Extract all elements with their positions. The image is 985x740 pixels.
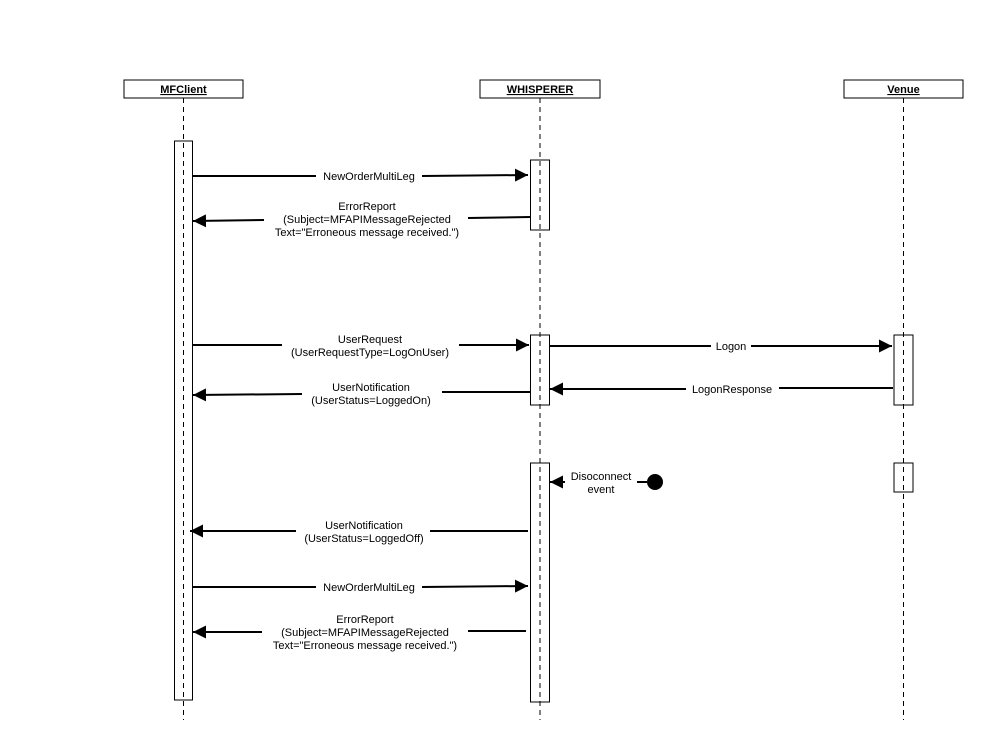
message-label-line1: UserRequest (338, 334, 402, 346)
message-label-line1: Disoconnect (571, 471, 632, 483)
message-label: Logon (716, 341, 747, 353)
message-user-notification-logged-on: UserNotification (UserStatus=LoggedOn) (192, 382, 530, 407)
participant-whisperer-label: WHISPERER (507, 84, 574, 96)
message-label-line1: ErrorReport (338, 201, 395, 213)
message-label-line2: (Subject=MFAPIMessageRejected (281, 627, 449, 639)
message-label: NewOrderMultiLeg (323, 171, 415, 183)
message-user-notification-logged-off: UserNotification (UserStatus=LoggedOff) (190, 520, 528, 545)
message-error-report-2: ErrorReport (Subject=MFAPIMessageRejecte… (193, 614, 526, 652)
message-label-line2: event (588, 484, 615, 496)
message-label-line2: (UserRequestType=LogOnUser) (291, 347, 449, 359)
participant-whisperer: WHISPERER (479, 79, 601, 99)
activation-venue-1 (893, 334, 914, 406)
message-error-report-1: ErrorReport (Subject=MFAPIMessageRejecte… (192, 201, 531, 239)
participant-venue-label: Venue (887, 84, 919, 96)
activation-venue-2 (893, 462, 914, 493)
message-label-line1: ErrorReport (336, 614, 393, 626)
message-label-line2: (Subject=MFAPIMessageRejected (283, 214, 451, 226)
activation-whisperer-2 (530, 334, 550, 406)
message-new-order-multi-leg-1: NewOrderMultiLeg (192, 168, 529, 183)
activation-whisperer-3 (530, 462, 550, 703)
message-label-line2: (UserStatus=LoggedOn) (311, 395, 431, 407)
message-label-line2: (UserStatus=LoggedOff) (304, 533, 423, 545)
activation-whisperer-1 (530, 159, 550, 231)
event-source-dot (647, 474, 663, 490)
message-label-line1: UserNotification (325, 520, 403, 532)
participant-mfclient-label: MFClient (160, 84, 207, 96)
message-new-order-multi-leg-2: NewOrderMultiLeg (192, 579, 529, 594)
message-label: LogonResponse (692, 384, 772, 396)
activation-mfclient (174, 140, 193, 701)
message-disconnect-event: Disoconnect event (550, 471, 663, 496)
message-label-line3: Text="Erroneous message received.") (275, 227, 459, 239)
message-label: NewOrderMultiLeg (323, 582, 415, 594)
participant-mfclient: MFClient (123, 79, 244, 99)
message-label-line1: UserNotification (332, 382, 410, 394)
message-logon-response: LogonResponse (550, 382, 893, 396)
message-label-line3: Text="Erroneous message received.") (273, 640, 457, 652)
message-logon: Logon (549, 339, 892, 353)
participant-venue: Venue (843, 79, 964, 99)
message-user-request: UserRequest (UserRequestType=LogOnUser) (192, 334, 529, 359)
